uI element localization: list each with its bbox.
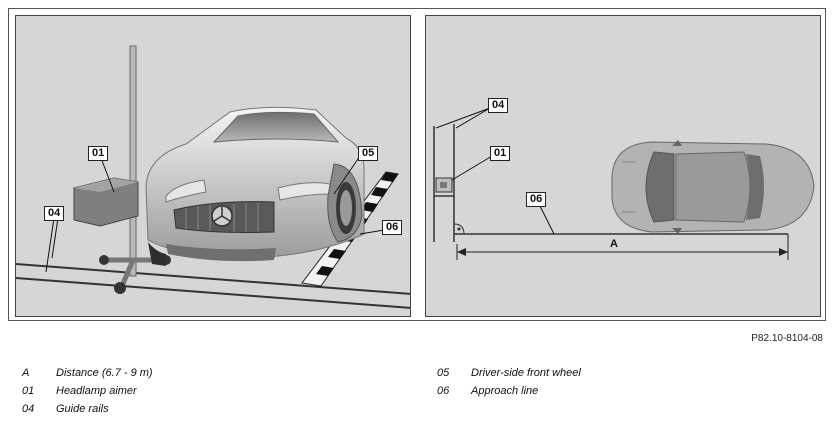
callout-06-top: 06 [526, 192, 547, 207]
legend-text: Distance (6.7 - 9 m) [56, 367, 153, 379]
legend-key: 06 [437, 385, 450, 397]
callout-04: 04 [44, 206, 65, 221]
callout-01: 01 [88, 146, 109, 161]
legend-item: 05 Driver-side front wheel [437, 367, 581, 385]
top-view-drawing [426, 16, 820, 316]
leader-lines-top [435, 107, 555, 235]
figure-code: P82.10-8104-08 [751, 333, 823, 344]
legend-key: 05 [437, 367, 450, 379]
headlamp-aimer-top [434, 177, 454, 197]
headlamp-aimer [73, 45, 171, 294]
callout-06: 06 [382, 220, 403, 235]
distance-dimension [456, 234, 789, 260]
legend-text: Guide rails [56, 403, 109, 415]
car-top-view [611, 140, 815, 234]
leader-lines [45, 155, 385, 273]
callout-05: 05 [358, 146, 379, 161]
legend-item: 01 Headlamp aimer [22, 385, 153, 403]
legend-left: A Distance (6.7 - 9 m) 01 Headlamp aimer… [22, 367, 153, 421]
perspective-view-drawing [16, 16, 410, 316]
guide-rails [16, 263, 410, 309]
perspective-view-panel: 01 04 05 06 [15, 15, 411, 317]
car-front-view [145, 106, 365, 266]
legend-text: Headlamp aimer [56, 385, 137, 397]
top-view-panel: 04 01 06 A [425, 15, 821, 317]
dimension-label-a: A [610, 238, 618, 250]
legend-text: Driver-side front wheel [471, 367, 581, 379]
callout-04-top: 04 [488, 98, 509, 113]
illustration-frame: 01 04 05 06 [8, 8, 826, 321]
callout-01-top: 01 [490, 146, 511, 161]
right-angle-marker [453, 223, 465, 235]
legend-item: 06 Approach line [437, 385, 581, 403]
legend-item: 04 Guide rails [22, 403, 153, 421]
guide-rails-top [433, 124, 455, 242]
legend-right: 05 Driver-side front wheel 06 Approach l… [437, 367, 581, 403]
legend-key: 04 [22, 403, 35, 415]
legend-text: Approach line [471, 385, 539, 397]
legend-key: 01 [22, 385, 35, 397]
legend-key: A [22, 367, 30, 379]
legend-item: A Distance (6.7 - 9 m) [22, 367, 153, 385]
